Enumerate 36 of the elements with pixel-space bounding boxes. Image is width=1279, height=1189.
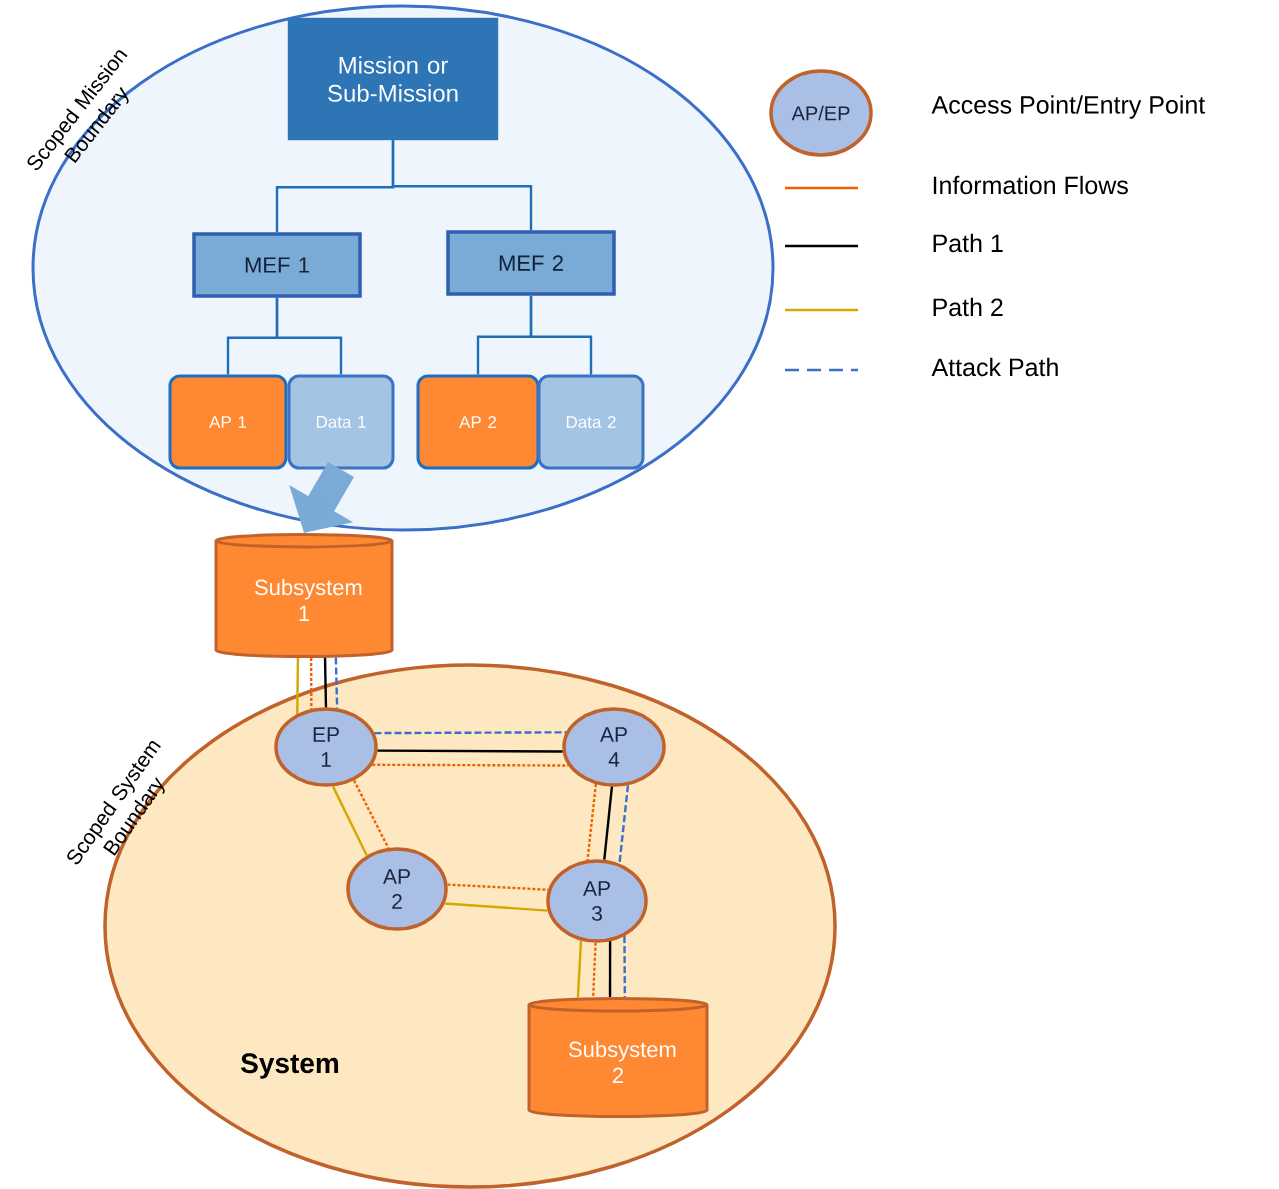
- path-line: [586, 784, 598, 861]
- tree-connector: [391, 140, 533, 231]
- path-line: [377, 749, 563, 753]
- path-line: [608, 941, 612, 997]
- path-line: [591, 942, 597, 998]
- legend-label: Attack Path: [931, 357, 1058, 377]
- path-line: [323, 657, 328, 708]
- subsystem-cylinder: Subsystem 2: [527, 997, 709, 1118]
- tree-connector: [275, 297, 343, 375]
- path-line: [374, 731, 566, 735]
- path-line: [444, 902, 548, 912]
- data-box: Data 1: [287, 374, 395, 470]
- legend-label: Access Point/Entry Point: [931, 95, 1206, 119]
- path-line: [296, 657, 300, 714]
- tree-connector: [529, 295, 593, 375]
- path-line: [309, 657, 313, 709]
- system-label: System: [241, 1053, 339, 1079]
- path-line: [576, 940, 583, 998]
- path-line: [334, 657, 339, 709]
- path-line: [603, 786, 614, 860]
- subsystem-cylinder: Subsystem 1: [214, 533, 394, 658]
- path-line: [623, 936, 627, 997]
- legend-label: Path 1: [933, 233, 1003, 253]
- path-line: [447, 883, 549, 891]
- path-line: [372, 763, 569, 767]
- access-point-box: AP 1: [168, 374, 288, 470]
- data-box: Data 2: [537, 374, 645, 470]
- legend-label: Path 2: [933, 297, 1003, 317]
- mission-box: Mission or Sub-Mission: [287, 17, 499, 141]
- access-point-box: AP 2: [416, 374, 540, 470]
- path-line: [618, 785, 630, 864]
- function-box: MEF 2: [446, 230, 616, 296]
- path-line: [331, 785, 368, 856]
- path-line: [352, 779, 390, 849]
- function-box: MEF 1: [192, 232, 362, 298]
- legend-label: Information Flows: [933, 175, 1128, 195]
